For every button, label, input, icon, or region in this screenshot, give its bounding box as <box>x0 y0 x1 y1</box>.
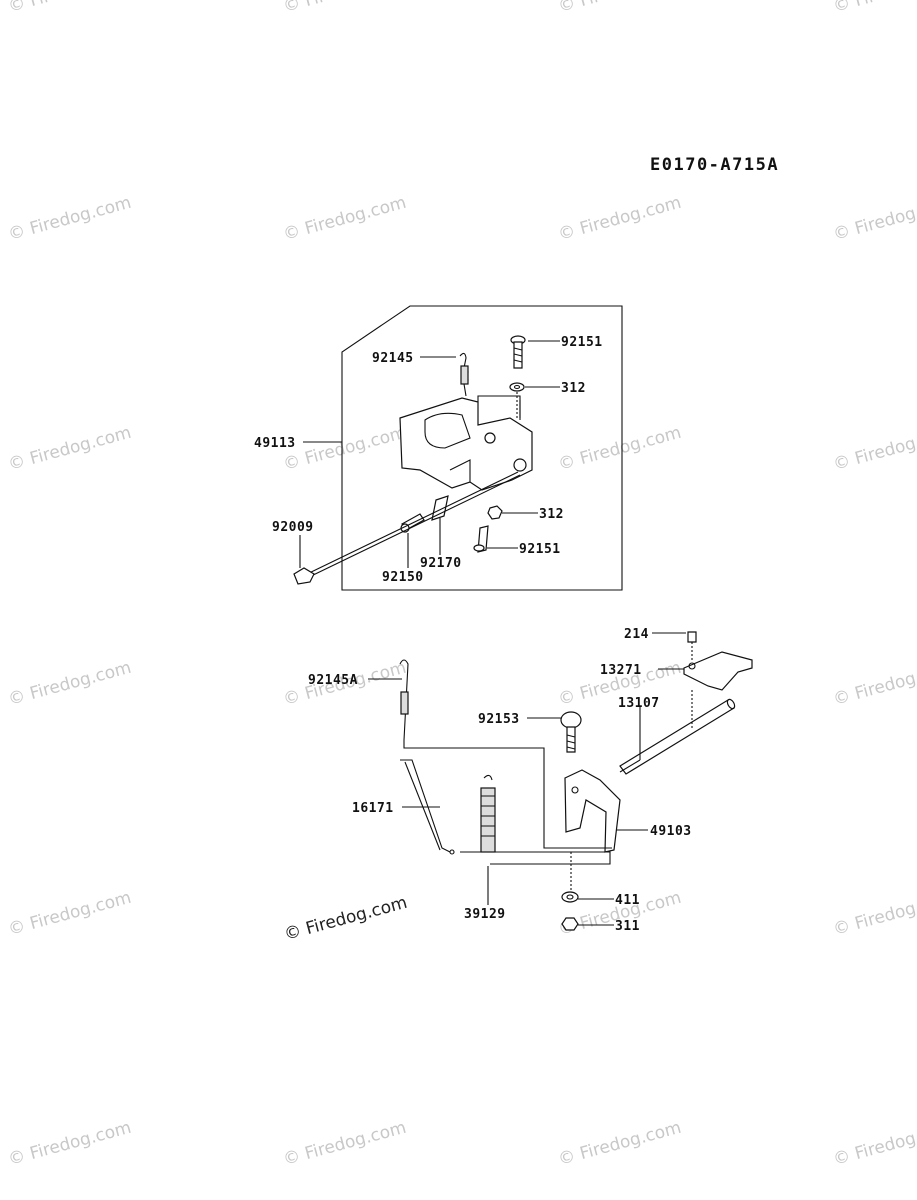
washer-hole <box>566 894 574 900</box>
rod-92009-head <box>293 567 315 585</box>
control-lever-assembly <box>399 631 753 931</box>
link-16171 <box>400 759 451 853</box>
watermark: © Firedog.com <box>281 423 408 475</box>
watermark: © Firedog.com <box>281 1118 408 1170</box>
watermark: © Firedog.com <box>281 193 408 245</box>
watermark: © Firedog.com <box>6 193 133 245</box>
spring-39129-hook <box>483 774 493 781</box>
shaft-13107 <box>619 699 735 775</box>
label-92170: 92170 <box>420 556 462 571</box>
plate-hole <box>688 662 696 670</box>
control-bracket-assembly <box>293 305 623 591</box>
label-312-top: 312 <box>561 381 586 396</box>
watermark: © Firedog.com <box>556 1118 683 1170</box>
labels-top: 92145 92151 312 49113 312 92009 92170 92… <box>254 335 603 585</box>
label-92009: 92009 <box>272 520 314 535</box>
spring-coil <box>460 365 469 385</box>
diagram-code: E0170-A715A <box>650 155 779 175</box>
watermark: © Firedog.com <box>6 658 133 710</box>
shaft-end <box>726 698 736 710</box>
bracket-pivot <box>513 458 527 472</box>
spring-39129 <box>480 787 496 853</box>
assembly-outline <box>341 305 623 591</box>
watermark: © Firedog.com <box>831 423 917 475</box>
watermark: © Firedog.com <box>831 0 917 17</box>
watermark-main: © Firedog.com <box>282 893 409 945</box>
rod-92009-edge <box>306 474 521 579</box>
washer-hole <box>513 384 521 390</box>
washer-top <box>509 382 525 392</box>
bolt-thread <box>513 347 523 363</box>
label-49103: 49103 <box>650 824 692 839</box>
bracket-slot <box>424 412 471 449</box>
leader-13107-tip <box>619 759 641 773</box>
label-214: 214 <box>624 627 649 642</box>
label-92145: 92145 <box>372 351 414 366</box>
bolt-92153-thread <box>566 734 576 750</box>
bracket-hole <box>484 432 496 444</box>
rod-92145A <box>399 659 612 849</box>
label-312-mid: 312 <box>539 507 564 522</box>
bracket-top-flange <box>477 395 521 418</box>
link-end <box>449 849 455 855</box>
watermark: © Firedog.com <box>6 1118 133 1170</box>
watermark: © Firedog.com <box>556 193 683 245</box>
spring-92145A <box>400 691 409 715</box>
link-16171-edge <box>404 761 441 851</box>
watermark: © Firedog.com <box>556 423 683 475</box>
washer-411 <box>561 891 579 903</box>
bracket-base <box>460 851 611 865</box>
leader-lines-top <box>299 340 560 568</box>
label-92145A: 92145A <box>308 673 358 688</box>
watermark: © Firedog.com <box>6 888 133 940</box>
watermark: © Firedog.com <box>6 0 133 17</box>
watermark: © Firedog.com <box>831 658 917 710</box>
watermark: © Firedog.com <box>831 1118 917 1170</box>
label-39129: 39129 <box>464 907 506 922</box>
nut-311 <box>561 917 579 931</box>
bolt-92153-shank <box>566 726 576 753</box>
watermark: © Firedog.com <box>831 888 917 940</box>
watermark: © Firedog.com <box>831 193 917 245</box>
bracket-plate <box>399 397 533 491</box>
lever-49103 <box>564 769 621 853</box>
label-92153: 92153 <box>478 712 520 727</box>
nut-mid <box>487 505 503 520</box>
watermark: © Firedog.com <box>6 423 133 475</box>
spring-coils <box>481 795 495 837</box>
watermark: © Firedog.com <box>281 0 408 17</box>
watermark-grid: © Firedog.com © Firedog.com © Firedog.co… <box>6 0 917 1170</box>
bracket-tab <box>449 459 471 482</box>
bolt-214 <box>687 631 697 643</box>
label-49113: 49113 <box>254 436 296 451</box>
bolt-92153-head <box>560 711 582 729</box>
bolt-mid-head <box>473 544 485 552</box>
label-411: 411 <box>615 893 640 908</box>
plate-13271 <box>683 651 753 691</box>
lever-hole <box>571 786 579 794</box>
labels-bottom: 214 13271 92145A 13107 92153 16171 49103… <box>308 627 692 934</box>
label-92151-mid: 92151 <box>519 542 561 557</box>
leader-lines-bottom <box>368 632 686 926</box>
label-311: 311 <box>615 919 640 934</box>
label-92150: 92150 <box>382 570 424 585</box>
label-92151-top: 92151 <box>561 335 603 350</box>
label-13271: 13271 <box>600 663 642 678</box>
rod-92009 <box>304 471 519 576</box>
watermark: © Firedog.com <box>556 0 683 17</box>
label-16171: 16171 <box>352 801 394 816</box>
label-13107: 13107 <box>618 696 660 711</box>
